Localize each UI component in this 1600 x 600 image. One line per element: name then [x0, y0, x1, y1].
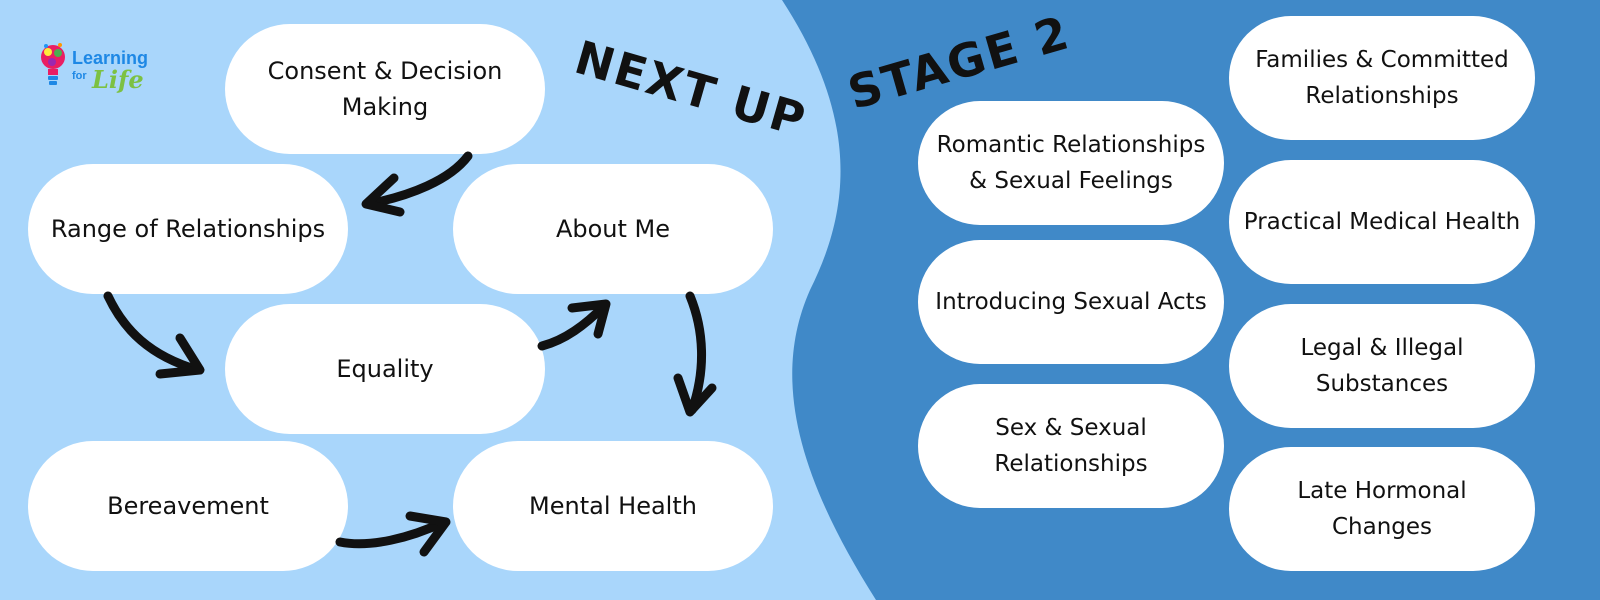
topic-line: About Me	[555, 215, 671, 243]
logo-text-learning: Learning	[72, 48, 149, 68]
topic-line: Late Hormonal	[1297, 478, 1467, 504]
topic-line: Relationships	[994, 451, 1148, 477]
learning-for-life-logo: Learning for Life	[36, 38, 176, 96]
topic-introducing-sexual-acts: Introducing Sexual Acts	[918, 240, 1224, 364]
topic-bereavement: Bereavement	[28, 441, 348, 571]
topic-sex-sexual-relationships: Sex & Sexual Relationships	[918, 384, 1224, 508]
topic-legal-illegal-substances: Legal & Illegal Substances	[1229, 304, 1535, 428]
topic-line: Changes	[1331, 514, 1433, 540]
topic-line: & Sexual Feelings	[969, 168, 1173, 194]
topic-line: Substances	[1315, 371, 1449, 397]
topic-range-of-relationships: Range of Relationships	[28, 164, 348, 294]
topic-about-me: About Me	[453, 164, 773, 294]
topic-line: Consent & Decision	[267, 57, 503, 85]
topic-line: Practical Medical Health	[1243, 209, 1521, 235]
topic-equality: Equality	[225, 304, 545, 434]
topic-consent-decision-making: Consent & Decision Making	[225, 24, 545, 154]
topic-late-hormonal-changes: Late Hormonal Changes	[1229, 447, 1535, 571]
topic-mental-health: Mental Health	[453, 441, 773, 571]
topic-line: Sex & Sexual	[995, 415, 1147, 441]
topic-line: Relationships	[1305, 83, 1459, 109]
topic-line: Making	[341, 93, 429, 121]
topic-families-committed-relationships: Families & Committed Relationships	[1229, 16, 1535, 140]
topic-line: Romantic Relationships	[936, 132, 1206, 158]
topic-line: Bereavement	[107, 492, 269, 520]
topic-line: Mental Health	[529, 492, 697, 520]
topic-line: Families & Committed	[1255, 47, 1509, 73]
logo-text-life: Life	[92, 65, 144, 94]
topic-practical-medical-health: Practical Medical Health	[1229, 160, 1535, 284]
logo-text-for: for	[72, 70, 87, 82]
topic-line: Introducing Sexual Acts	[935, 289, 1207, 315]
topic-line: Equality	[336, 355, 434, 383]
topic-line: Range of Relationships	[50, 215, 326, 243]
lightbulb-icon	[41, 43, 65, 85]
topic-line: Legal & Illegal	[1300, 335, 1464, 361]
topic-romantic-relationships: Romantic Relationships & Sexual Feelings	[918, 101, 1224, 225]
